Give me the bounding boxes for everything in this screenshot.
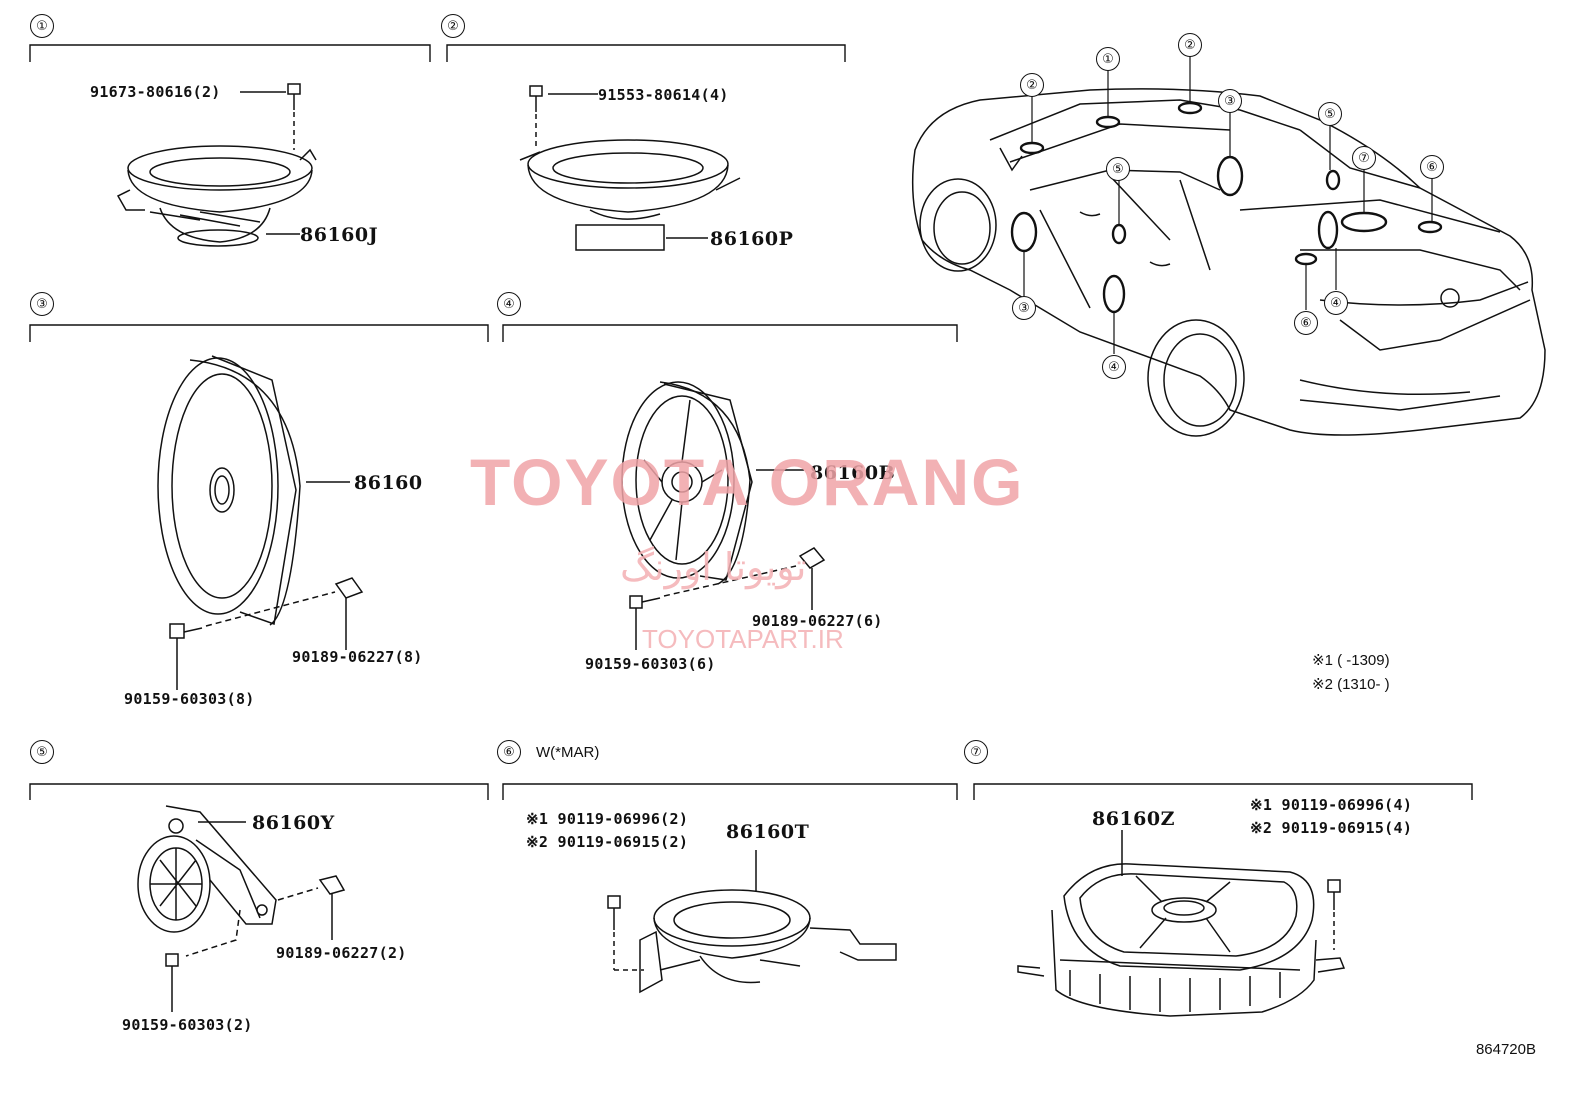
part-label-86160J: 86160J: [300, 224, 379, 246]
car-callout-1: ①: [1096, 47, 1120, 71]
figure-id: 864720B: [1475, 1041, 1536, 1058]
bracket-2: [446, 44, 846, 62]
part-label-86160Y: 86160Y: [252, 812, 335, 834]
car-callout-leaders: [1023, 56, 1433, 354]
watermark-site: TOYOTAPART.IR: [642, 624, 844, 654]
bolt-label-s6-2: ※2 90119-06915(2): [526, 833, 689, 851]
car-callout-5-front: ⑤: [1106, 157, 1130, 181]
speaker-86160P: [519, 85, 741, 251]
watermark-arabic: تویوتا اورنگ: [620, 545, 807, 589]
part-label-86160T: 86160T: [726, 821, 810, 843]
bracket-6: [502, 783, 958, 800]
section-6-condition-label: W(*MAR): [536, 744, 600, 761]
tweeter-86160Y: [137, 805, 346, 1012]
screw-label-s5: 90159-60303(2): [122, 1016, 253, 1034]
bracket-5: [29, 783, 489, 800]
note-2: ※2 (1310- ): [1312, 676, 1390, 693]
bracket-7: [973, 783, 1473, 800]
bracket-4: [502, 324, 958, 342]
subwoofer-86160Z: [1017, 830, 1346, 1017]
screw-label-s3: 90159-60303(8): [124, 690, 255, 708]
bolt-label-91553-80614: 91553-80614(4): [598, 86, 729, 104]
section-number-2: ②: [441, 14, 465, 38]
bracket-1: [29, 44, 431, 62]
section-number-6: ⑥: [497, 740, 521, 764]
section-number-7: ⑦: [964, 740, 988, 764]
section-number-5: ⑤: [30, 740, 54, 764]
section-number-4: ④: [497, 292, 521, 316]
section-number-3: ③: [30, 292, 54, 316]
car-callout-4-right: ④: [1324, 291, 1348, 315]
speaker-86160: [157, 355, 364, 690]
car-callout-5-rear: ⑤: [1318, 102, 1342, 126]
car-callout-2-front: ②: [1020, 73, 1044, 97]
bolt-label-s6-1: ※1 90119-06996(2): [526, 810, 689, 828]
bracket-3: [29, 324, 489, 342]
car-callout-3-left: ③: [1012, 296, 1036, 320]
nut-label-s4: 90189-06227(6): [752, 612, 883, 630]
note-1: ※1 ( -1309): [1312, 652, 1390, 669]
car-outline: [911, 88, 1546, 437]
nut-label-s5: 90189-06227(2): [276, 944, 407, 962]
part-label-86160Z: 86160Z: [1092, 808, 1175, 830]
bolt-label-s7-1: ※1 90119-06996(4): [1250, 796, 1413, 814]
screw-label-s4: 90159-60303(6): [585, 655, 716, 673]
part-label-86160P: 86160P: [710, 228, 794, 250]
part-label-86160: 86160: [354, 472, 423, 494]
car-callout-7: ⑦: [1352, 146, 1376, 170]
car-callout-6-right: ⑥: [1420, 155, 1444, 179]
speaker-86160J: [116, 83, 317, 247]
car-callout-6-left: ⑥: [1294, 311, 1318, 335]
car-callout-4-left: ④: [1102, 355, 1126, 379]
section-number-1: ①: [30, 14, 54, 38]
bolt-label-91673-80616: 91673-80616(2): [90, 83, 221, 101]
car-callout-3-right: ③: [1218, 89, 1242, 113]
nut-label-s3: 90189-06227(8): [292, 648, 423, 666]
speaker-86160B: [621, 381, 826, 650]
watermark-brand: TOYOTA ORANG: [470, 445, 1025, 519]
bolt-label-s7-2: ※2 90119-06915(4): [1250, 819, 1413, 837]
car-speaker-rings: [1010, 101, 1443, 314]
part-label-86160B: 86160B: [810, 462, 896, 484]
speaker-86160T: [607, 850, 897, 994]
car-callout-2-rear: ②: [1178, 33, 1202, 57]
